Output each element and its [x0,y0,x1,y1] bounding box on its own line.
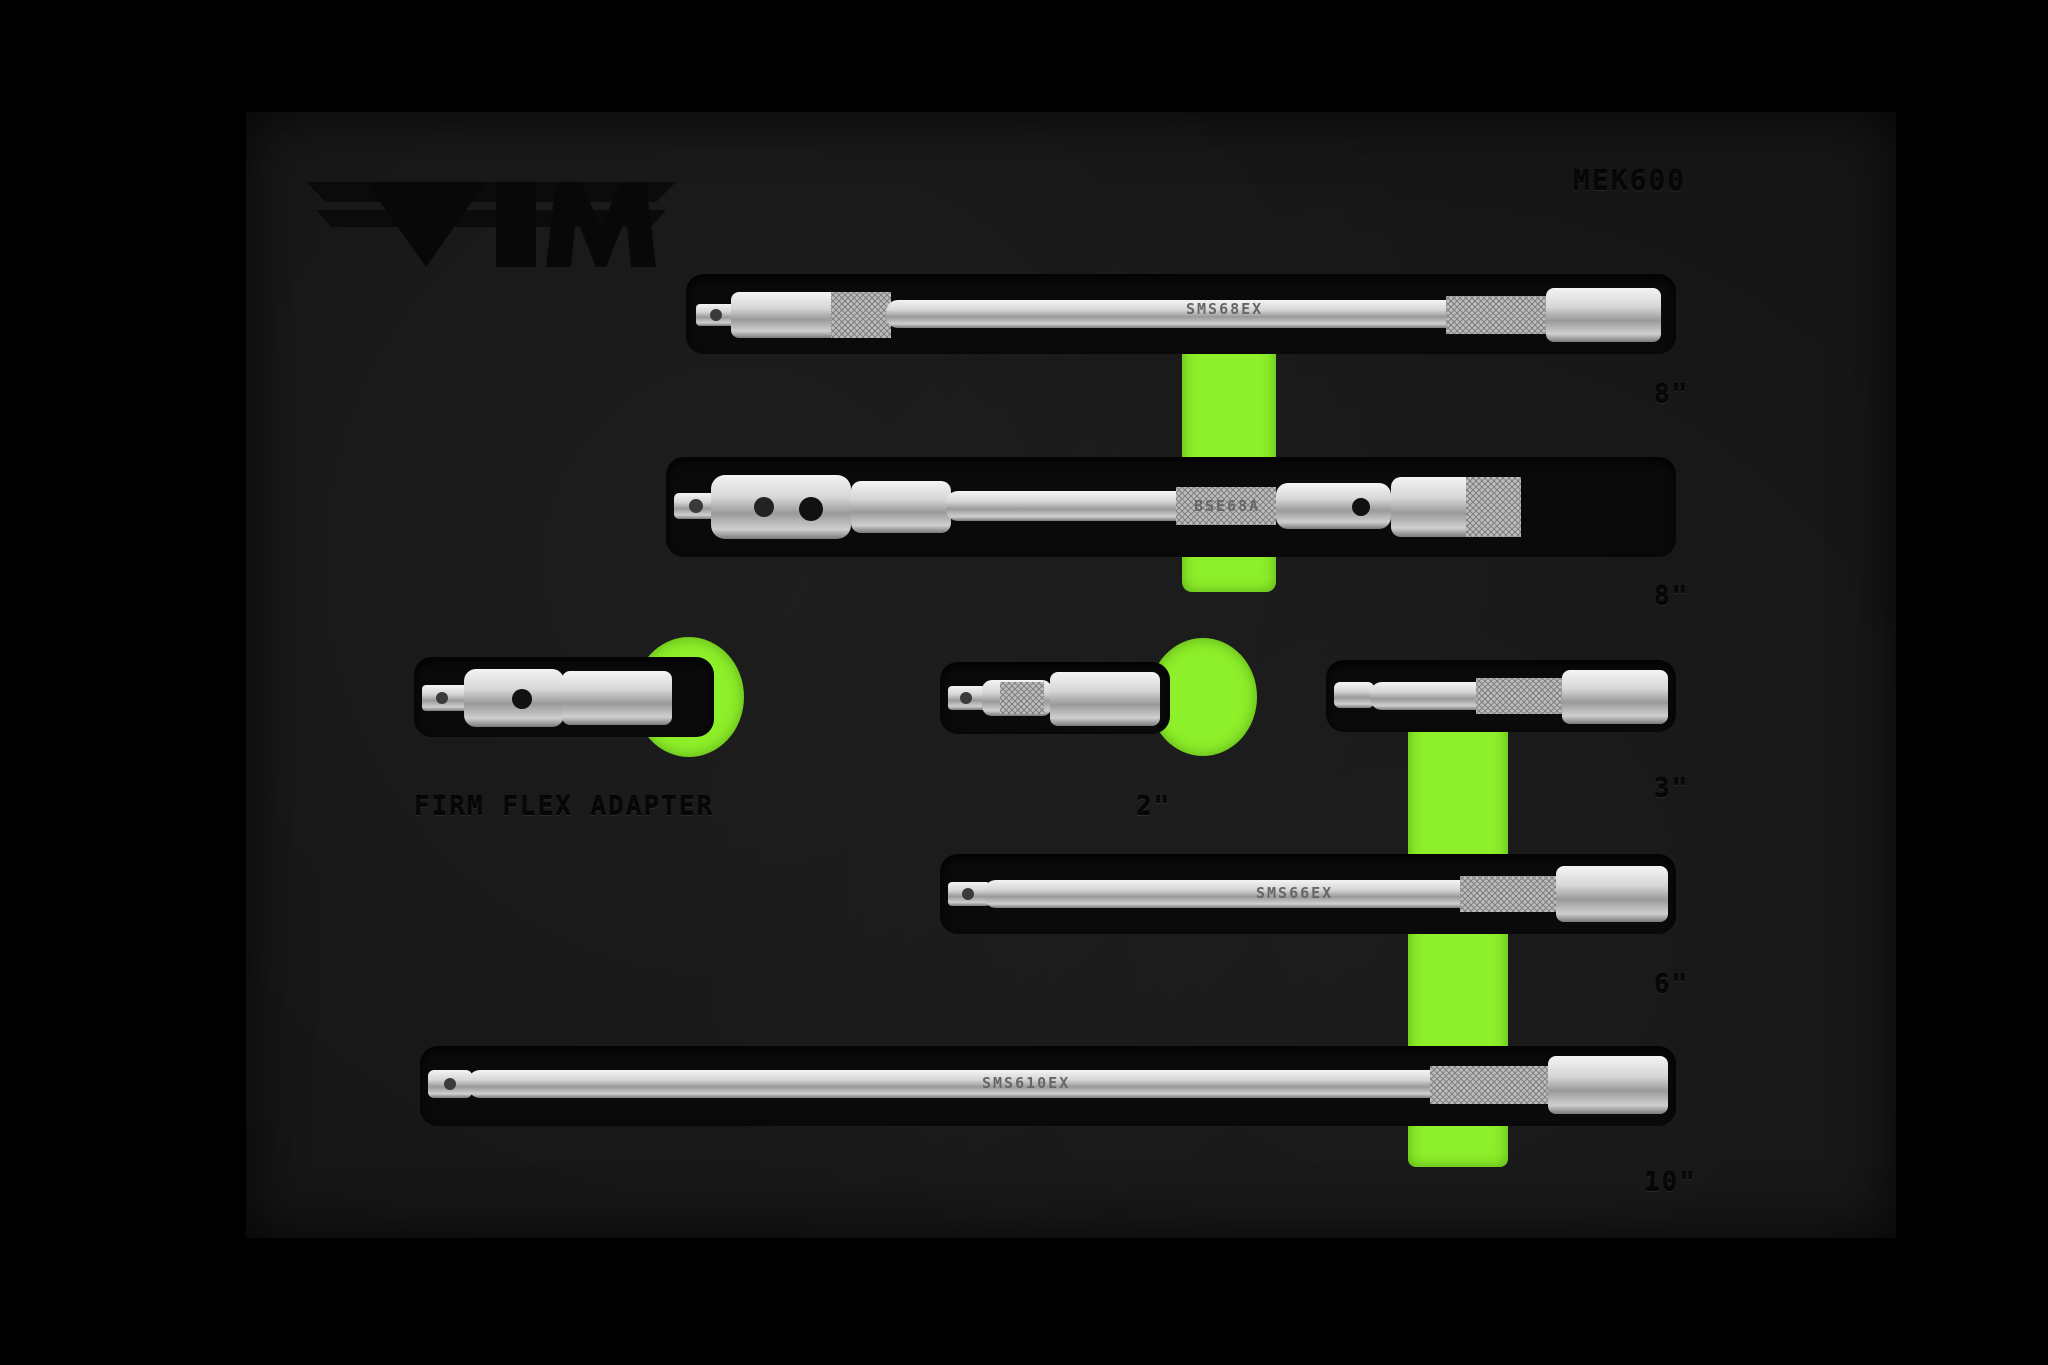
flex-8-engraving: BSE68A [1194,497,1261,515]
flex-extension-8in[interactable] [666,457,1676,557]
ext-6-size-label: 6" [1654,970,1690,1000]
ext-3-size-label: 3" [1654,774,1690,804]
ext-8-engraving: SMS68EX [1186,300,1264,318]
ext-10-size-label: 10" [1644,1168,1697,1198]
brand-logo [306,182,676,267]
extension-3in[interactable] [1326,660,1676,732]
green-tab-right-lower [1408,912,1508,1167]
flex-8-size-label: 8" [1654,582,1690,612]
extension-6in[interactable] [940,854,1676,934]
ext-10-engraving: SMS610EX [982,1074,1071,1092]
extension-10in[interactable] [420,1046,1676,1126]
ext-6-engraving: SMS66EX [1256,884,1334,902]
firm-flex-adapter[interactable] [414,657,714,737]
firm-flex-label: FIRM FLEX ADAPTER [414,792,715,822]
ext-8-size-label: 8" [1654,380,1690,410]
set-code-label: MEK600 [1573,164,1687,197]
foam-tray: MEK600 SMS68EX 8" BSE68A 8" [246,112,1896,1238]
ext-2-size-label: 2" [1136,792,1172,822]
extension-2in[interactable] [940,662,1170,734]
extension-8in[interactable] [686,274,1676,354]
